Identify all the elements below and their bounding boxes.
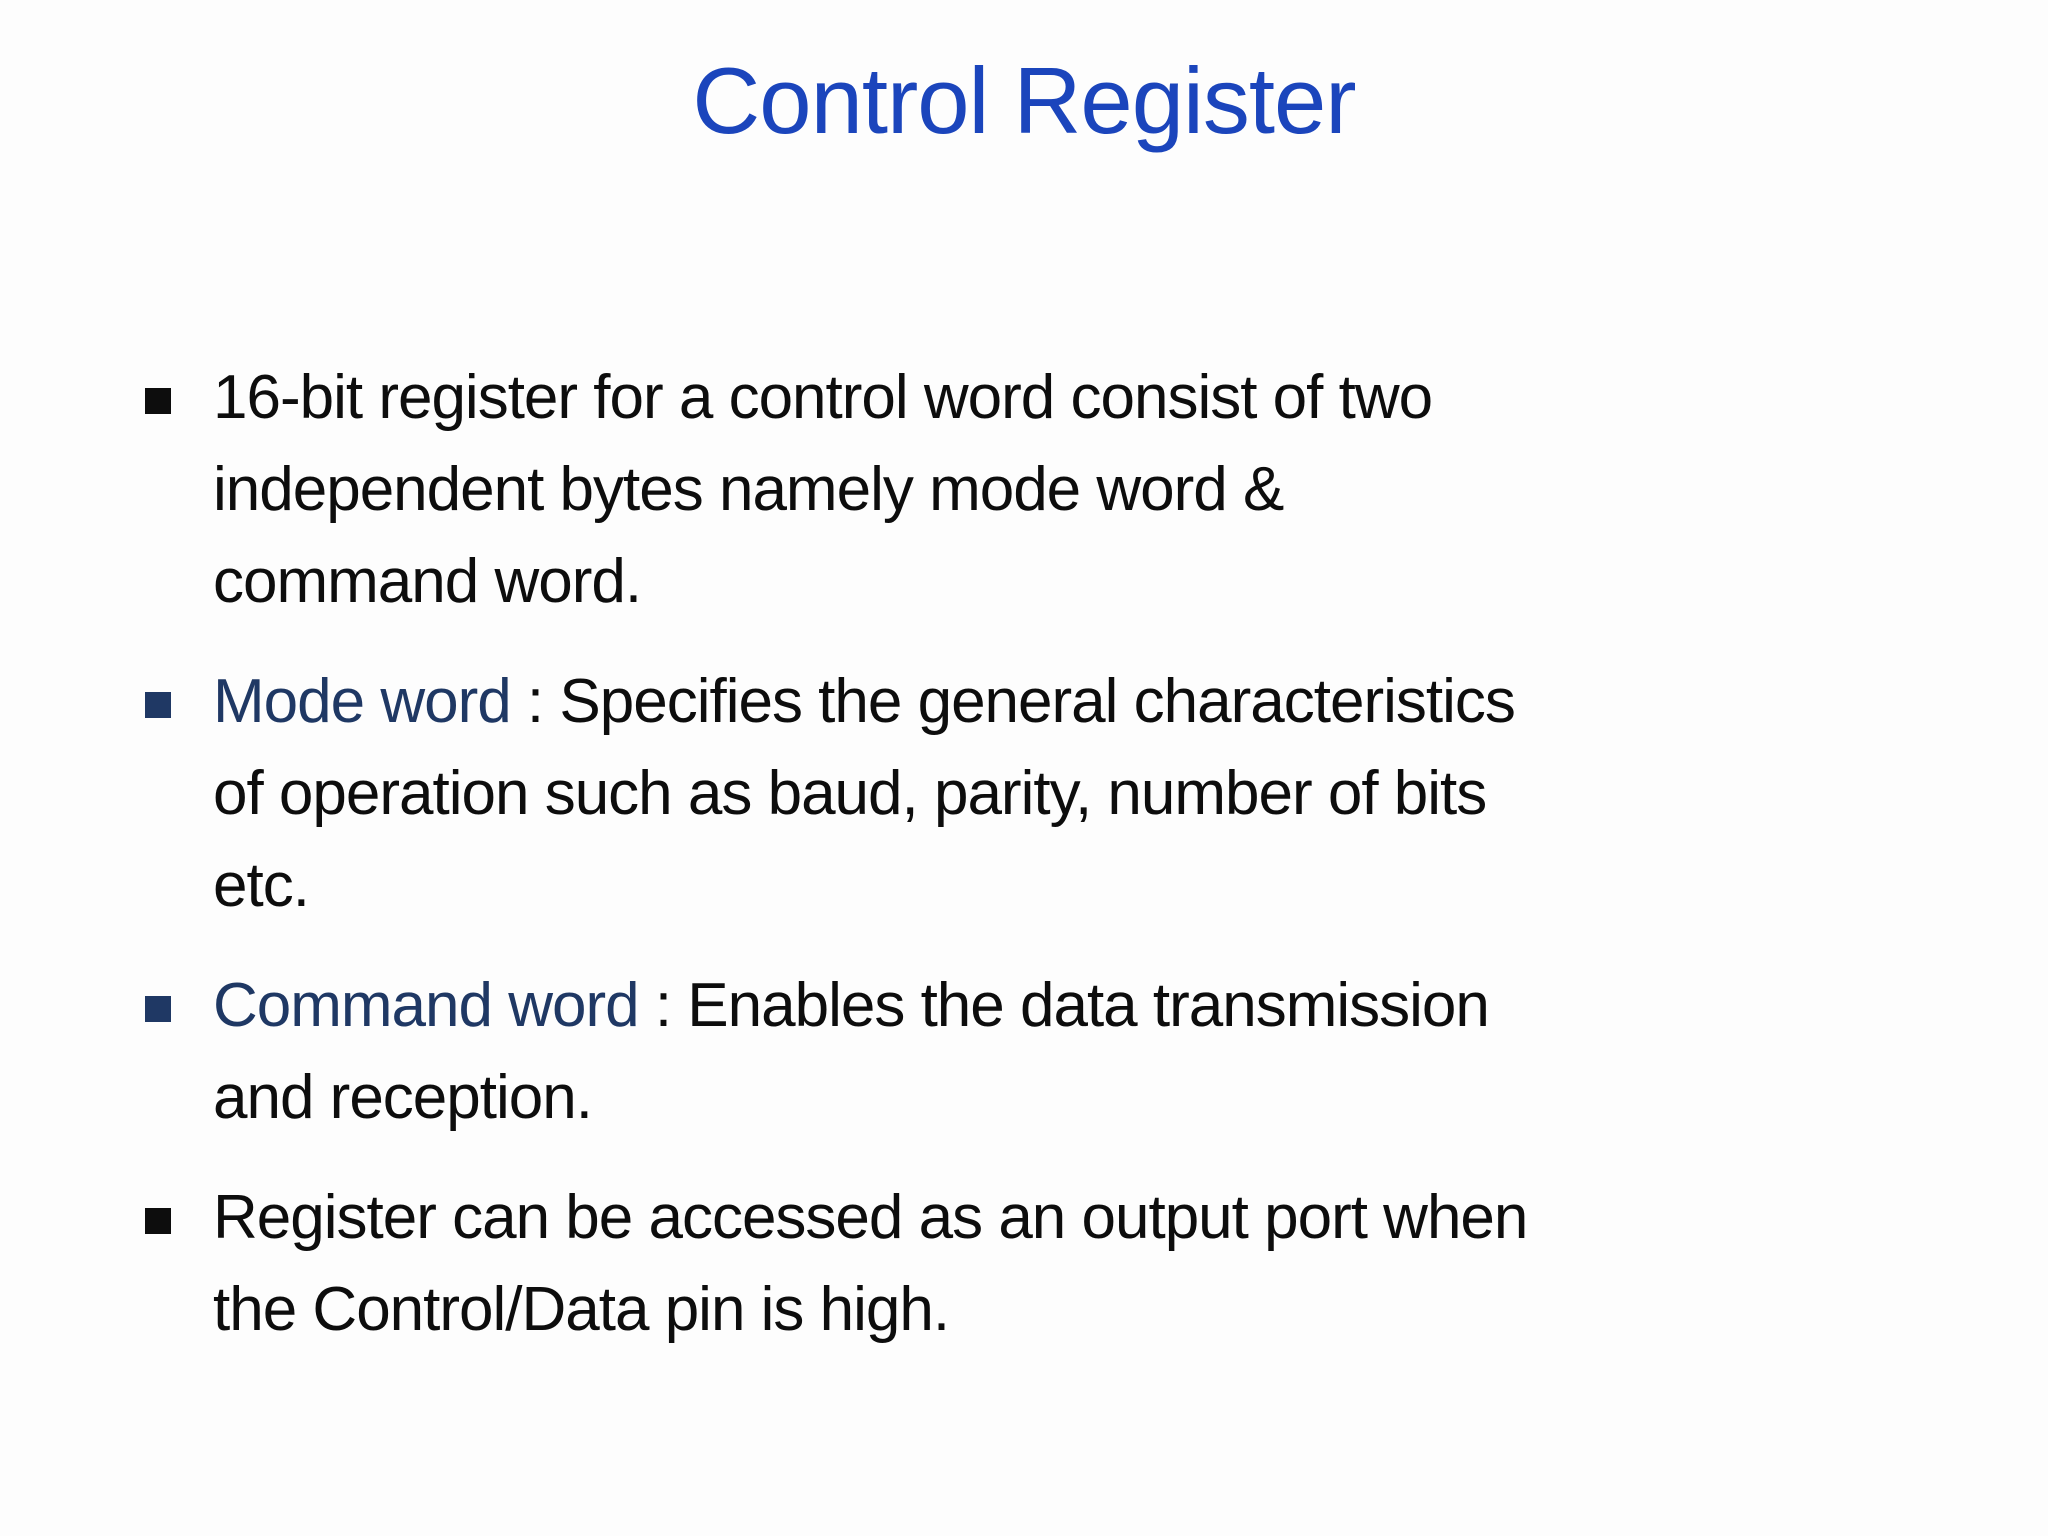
bullet-text: Mode word : Specifies the general charac… (213, 656, 1516, 932)
text-line: Command word : Enables the data transmis… (213, 960, 1490, 1052)
bullet-item-1: 16-bit register for a control word consi… (145, 352, 1998, 628)
mode-word-keyword: Mode word (213, 667, 512, 736)
bullet-4-line-1: Register can be accessed as an output po… (213, 1183, 1528, 1252)
bullet-1-line-2: independent bytes namely mode word & (213, 455, 1284, 524)
text-line: 16-bit register for a control word consi… (213, 352, 1433, 444)
bullet-2-line-3: etc. (213, 851, 310, 920)
command-word-keyword: Command word (213, 971, 640, 1040)
bullet-2-line-1: : Specifies the general characteristics (510, 667, 1516, 736)
bullet-2-line-2: of operation such as baud, parity, numbe… (213, 759, 1487, 828)
bullet-square-icon (145, 996, 171, 1022)
text-line: command word. (213, 536, 1432, 628)
bullet-item-2: Mode word : Specifies the general charac… (145, 656, 1998, 932)
bullet-square-icon (145, 692, 171, 718)
bullet-square-icon (145, 1208, 171, 1234)
bullet-item-3: Command word : Enables the data transmis… (145, 960, 1998, 1144)
bullet-1-line-3: command word. (213, 547, 642, 616)
bullet-text: 16-bit register for a control word consi… (213, 352, 1433, 628)
text-line: Mode word : Specifies the general charac… (213, 656, 1516, 748)
bullet-4-line-2: the Control/Data pin is high. (213, 1275, 950, 1344)
text-line: etc. (213, 840, 1515, 932)
bullet-3-line-2: and reception. (213, 1063, 593, 1132)
bullet-1-line-1: 16-bit register for a control word consi… (213, 363, 1433, 432)
text-line: independent bytes namely mode word & (213, 444, 1432, 536)
slide-title: Control Register (692, 48, 1356, 153)
bullet-list: 16-bit register for a control word consi… (145, 352, 1998, 1356)
bullet-3-line-1: : Enables the data transmission (638, 971, 1490, 1040)
bullet-text: Register can be accessed as an output po… (213, 1172, 1528, 1356)
text-line: of operation such as baud, parity, numbe… (213, 748, 1515, 840)
text-line: Register can be accessed as an output po… (213, 1172, 1528, 1264)
text-line: and reception. (213, 1052, 1489, 1144)
bullet-square-icon (145, 388, 171, 414)
bullet-item-4: Register can be accessed as an output po… (145, 1172, 1998, 1356)
text-line: the Control/Data pin is high. (213, 1264, 1527, 1356)
bullet-text: Command word : Enables the data transmis… (213, 960, 1490, 1144)
